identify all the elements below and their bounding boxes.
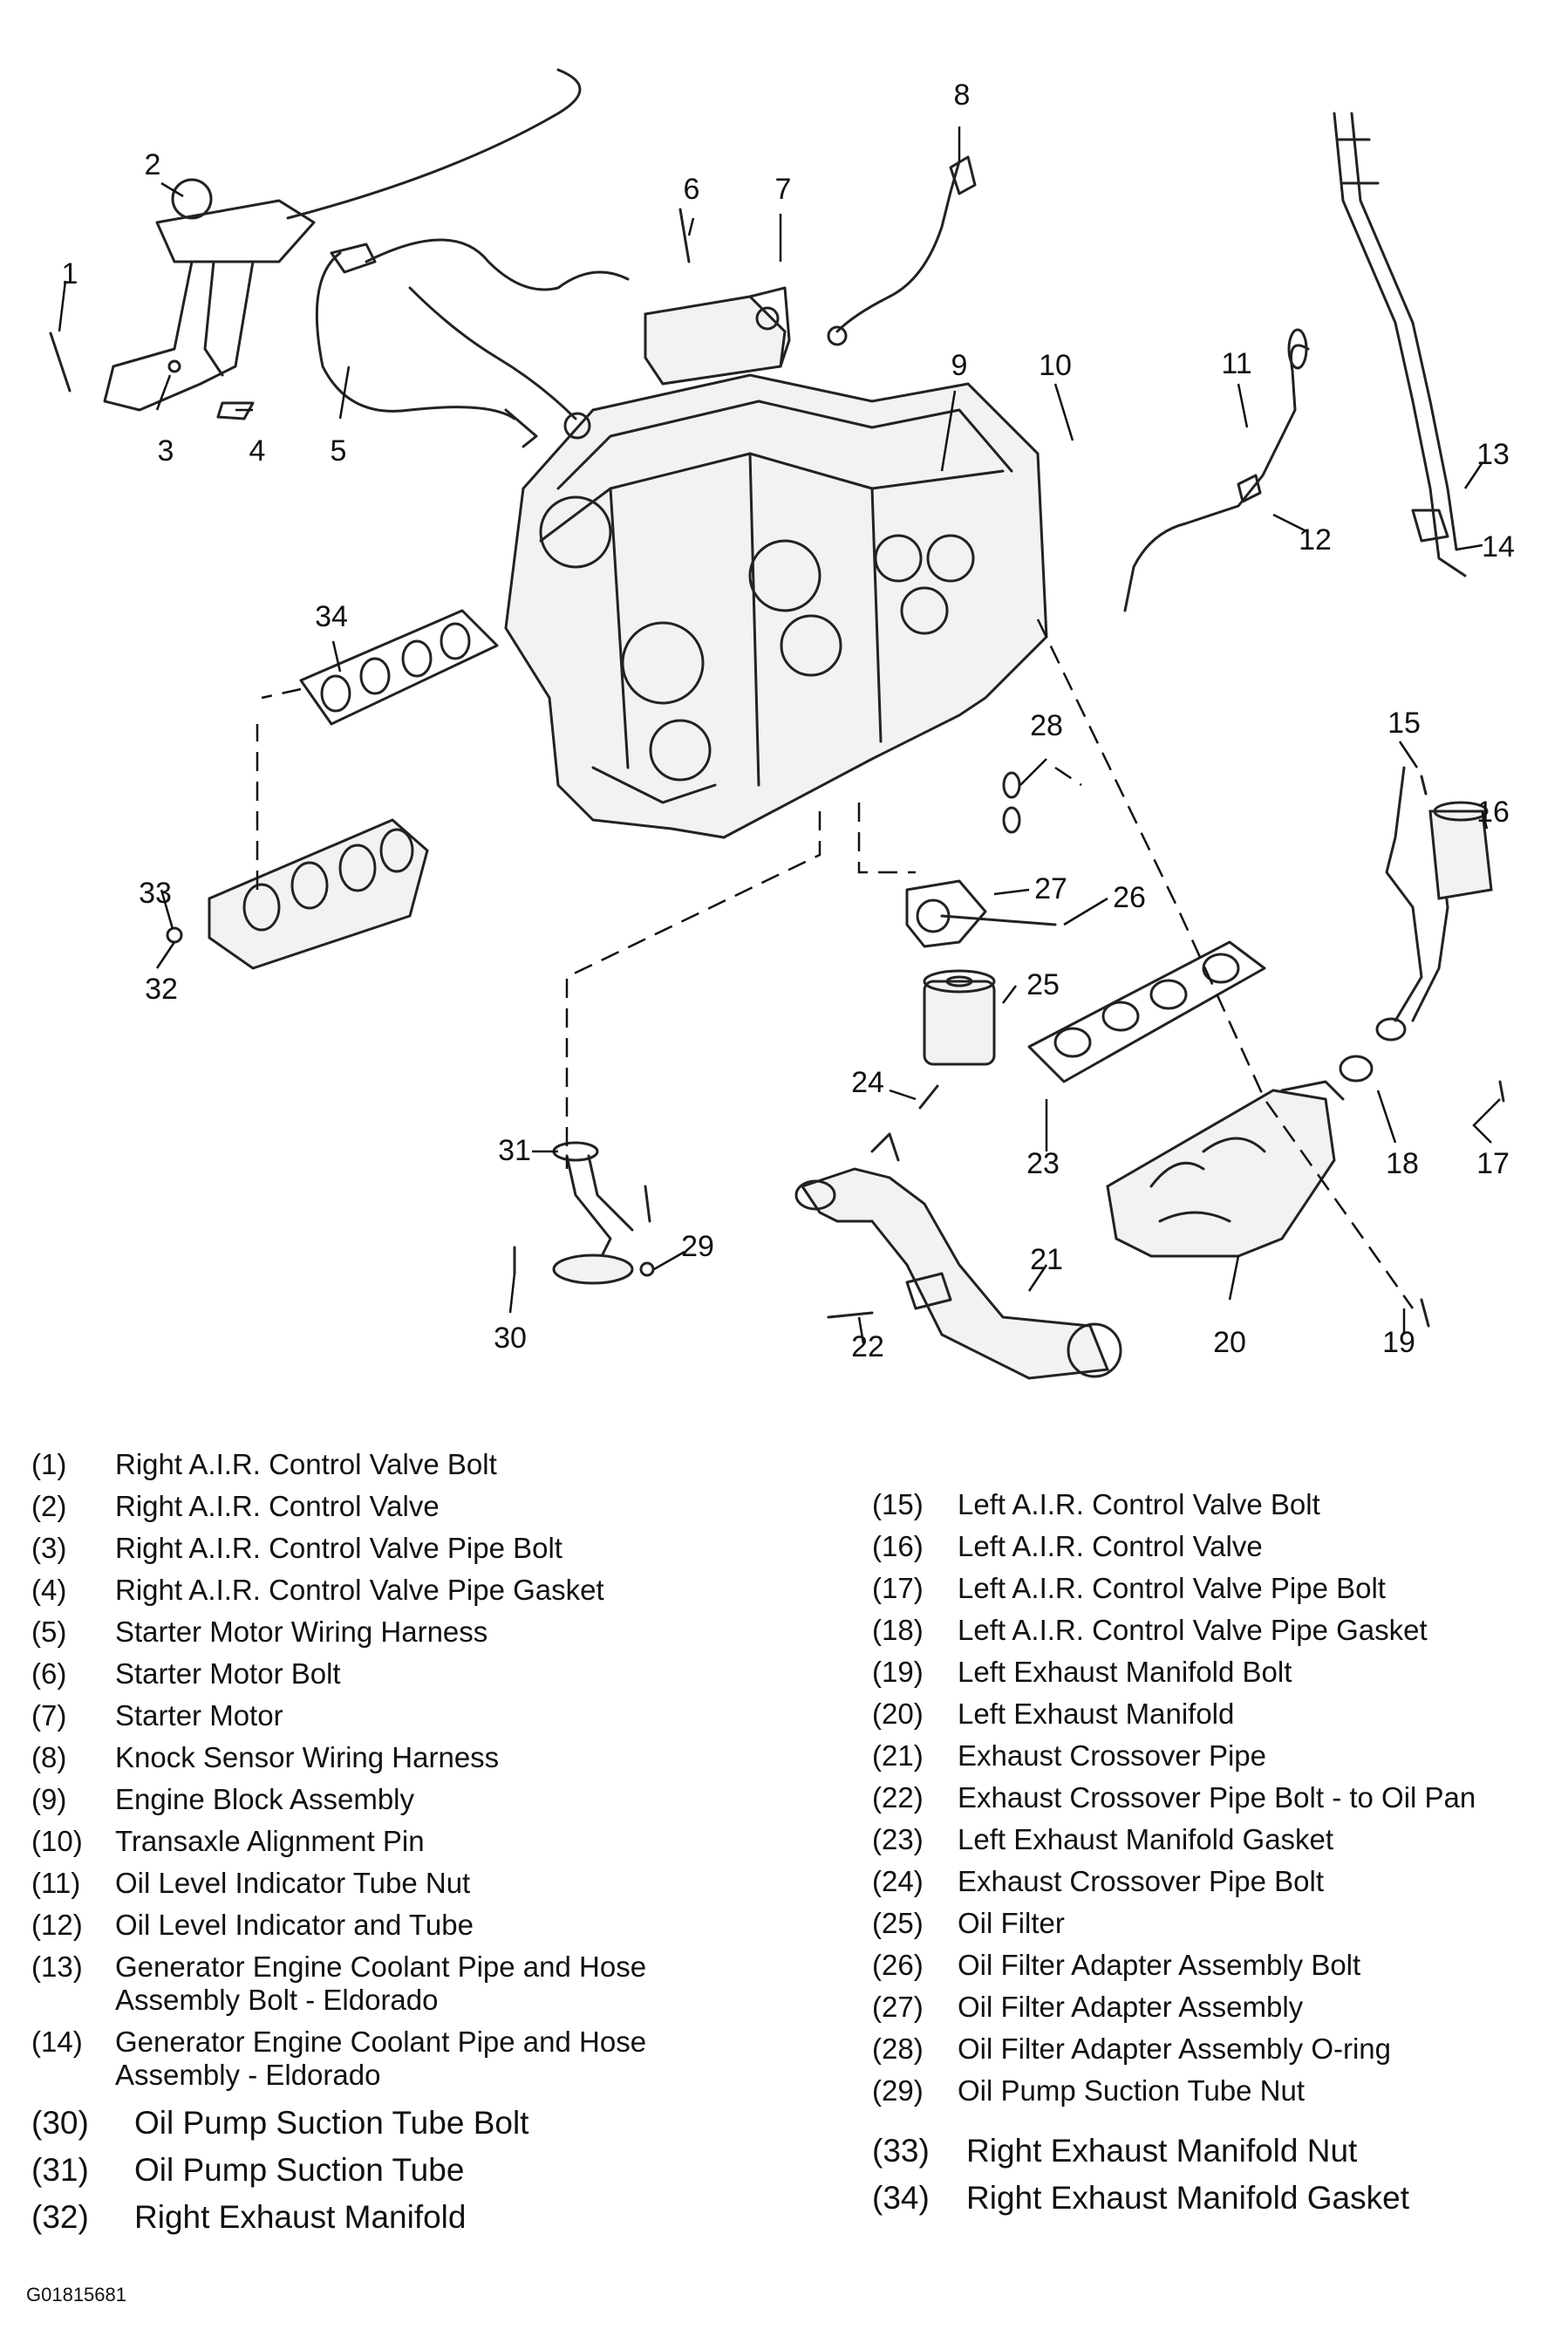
right-air-valve-assembly (49, 68, 582, 420)
callout-26: 26 (1113, 881, 1146, 914)
exhaust-crossover-pipe (794, 1084, 1122, 1380)
callout-14: 14 (1482, 530, 1515, 564)
callout-7: 7 (775, 173, 792, 206)
callout-17: 17 (1476, 1147, 1510, 1180)
oil-filter-and-adapter (905, 771, 1057, 1066)
callout-33: 33 (139, 877, 172, 910)
knock-sensor-wiring-harness (827, 155, 977, 346)
callout-27: 27 (1034, 872, 1067, 905)
callout-6: 6 (684, 173, 700, 206)
generator-coolant-pipe-assembly (1333, 112, 1467, 577)
callout-29: 29 (681, 1230, 714, 1263)
legend-left: (1)Right A.I.R. Control Valve Bolt (2)Ri… (31, 1448, 647, 2235)
starter-motor (644, 208, 791, 386)
engine-exploded-diagram: 1 2 3 4 5 6 7 8 9 10 11 12 13 14 15 16 1… (49, 68, 1515, 1380)
right-exhaust-manifold-assembly (166, 609, 499, 970)
oil-pump-suction-tube (513, 1141, 655, 1285)
callout-3: 3 (158, 434, 174, 468)
callout-15: 15 (1387, 707, 1421, 740)
callout-8: 8 (954, 79, 971, 112)
callout-4: 4 (249, 434, 266, 468)
callout-1: 1 (62, 257, 78, 290)
callout-9: 9 (951, 349, 968, 382)
callout-labels: 1 2 3 4 5 6 7 8 9 10 11 12 13 14 15 16 1… (62, 79, 1515, 1363)
figure-id: G01815681 (26, 2284, 126, 2306)
callout-12: 12 (1299, 523, 1332, 557)
callout-32: 32 (145, 973, 178, 1006)
callout-10: 10 (1039, 349, 1072, 382)
callout-31: 31 (498, 1134, 531, 1167)
starter-motor-wiring-harness (315, 238, 630, 448)
callout-25: 25 (1026, 968, 1060, 1001)
callout-19: 19 (1382, 1326, 1415, 1359)
callout-2: 2 (145, 148, 161, 181)
leader-lines (58, 126, 1501, 1344)
callout-20: 20 (1213, 1326, 1246, 1359)
oil-level-indicator-and-tube (1123, 328, 1310, 612)
left-exhaust-manifold-assembly (1027, 940, 1430, 1328)
alignment-lines (256, 618, 1415, 1309)
callout-11: 11 (1221, 347, 1251, 380)
callout-5: 5 (331, 434, 347, 468)
callout-28: 28 (1030, 709, 1063, 742)
left-air-valve-assembly (1339, 766, 1505, 1103)
callout-34: 34 (315, 600, 348, 633)
callout-18: 18 (1386, 1147, 1419, 1180)
callout-21: 21 (1030, 1243, 1063, 1276)
callout-24: 24 (851, 1066, 884, 1099)
callout-23: 23 (1026, 1147, 1060, 1180)
legend-right: (15)Left A.I.R. Control Valve Bolt (16)L… (872, 1488, 1476, 2216)
callout-13: 13 (1476, 438, 1510, 471)
callout-22: 22 (851, 1330, 884, 1363)
callout-16: 16 (1476, 796, 1510, 829)
callout-30: 30 (494, 1322, 527, 1355)
engine-block-assembly (504, 373, 1048, 839)
